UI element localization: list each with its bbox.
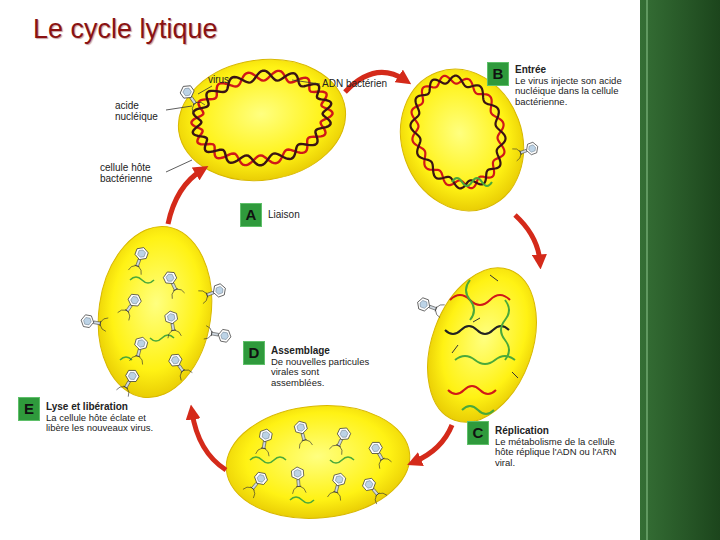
host-cell (408, 253, 557, 438)
phage (367, 439, 392, 469)
viral-dna (466, 280, 474, 320)
stage-text: Lyse et libérationLa cellule hôte éclate… (46, 401, 154, 434)
phage (198, 282, 227, 304)
leader-line (198, 86, 212, 94)
phage (293, 420, 313, 449)
leader-line (166, 160, 192, 172)
phage (128, 245, 150, 274)
callout-label: virus (208, 74, 268, 85)
cycle-arrow (192, 412, 226, 470)
phage (327, 472, 347, 501)
stage-description: De nouvelles particules virales sont ass… (271, 357, 371, 390)
stage-marker: BEntréeLe virus injecte son acide nucléi… (487, 62, 627, 86)
callout-label: acide nucléique (115, 100, 167, 122)
phage (360, 475, 387, 504)
stage-letter: C (467, 421, 489, 445)
page-title: Le cycle lytique (33, 14, 218, 45)
phage (512, 140, 540, 161)
viral-dna (462, 406, 494, 414)
stage-description: Le métabolisme de la cellule hôte répliq… (495, 437, 625, 470)
cycle-arrow (168, 170, 202, 224)
band-stripe (646, 0, 648, 540)
stage-heading: Réplication (495, 425, 625, 437)
stage-letter: D (243, 341, 265, 365)
phage (415, 296, 444, 318)
phage (161, 269, 184, 299)
phage (177, 82, 205, 113)
stage-text: EntréeLe virus injecte son acide nucléiq… (515, 64, 627, 108)
bacterial-dna (410, 76, 505, 189)
stage-description: Le virus injecte son acide nucléique dan… (515, 76, 627, 109)
bacterial-dna (193, 71, 331, 166)
phage (290, 466, 306, 493)
phage (243, 469, 270, 498)
host-cell (221, 398, 414, 526)
leader-line (166, 106, 192, 110)
stage-marker: DAssemblageDe nouvelles particules viral… (243, 341, 371, 365)
stage-text: RéplicationLe métabolisme de la cellule … (495, 425, 625, 469)
phage (329, 425, 352, 455)
callout-label: cellule hôte bactérienne (100, 162, 166, 184)
phage (163, 310, 181, 338)
stage-marker: A Liaison (240, 203, 330, 227)
phage (118, 291, 144, 320)
dna-fragment (445, 326, 509, 334)
stage-letter: B (487, 62, 509, 86)
stage-marker: ELyse et libérationLa cellule hôte éclat… (18, 397, 154, 421)
side-band (640, 0, 720, 540)
stage-text: AssemblageDe nouvelles particules virale… (271, 345, 371, 389)
stage-letter: E (18, 397, 40, 421)
phage (129, 336, 149, 365)
leader-line (292, 80, 320, 84)
phage (80, 313, 108, 331)
bacterial-dna (412, 76, 505, 188)
cycle-arrow (515, 215, 540, 262)
viral-dna (452, 178, 492, 186)
dna-fragment (450, 295, 510, 305)
stage-letter: A (240, 203, 262, 227)
bacterial-dna (191, 71, 332, 165)
stage-text: Liaison (268, 209, 330, 221)
viral-dna (501, 300, 509, 360)
stage-marker: CRéplicationLe métabolisme de la cellule… (467, 421, 625, 445)
phage (204, 326, 232, 344)
dna-fragment (448, 386, 496, 394)
phage (166, 351, 192, 380)
stage-heading: Assemblage (271, 345, 371, 357)
stage-heading: Lyse et libération (46, 401, 154, 413)
stage-heading: Entrée (515, 64, 627, 76)
host-cell (88, 219, 223, 405)
protein-part (452, 275, 518, 378)
stage-heading: Liaison (268, 209, 330, 221)
cycle-arrow (414, 425, 452, 462)
callout-label: ADN bactérien (322, 78, 412, 89)
phage (256, 428, 274, 456)
stage-description: La cellule hôte éclate et libère les nou… (46, 413, 154, 435)
phage (116, 367, 141, 397)
